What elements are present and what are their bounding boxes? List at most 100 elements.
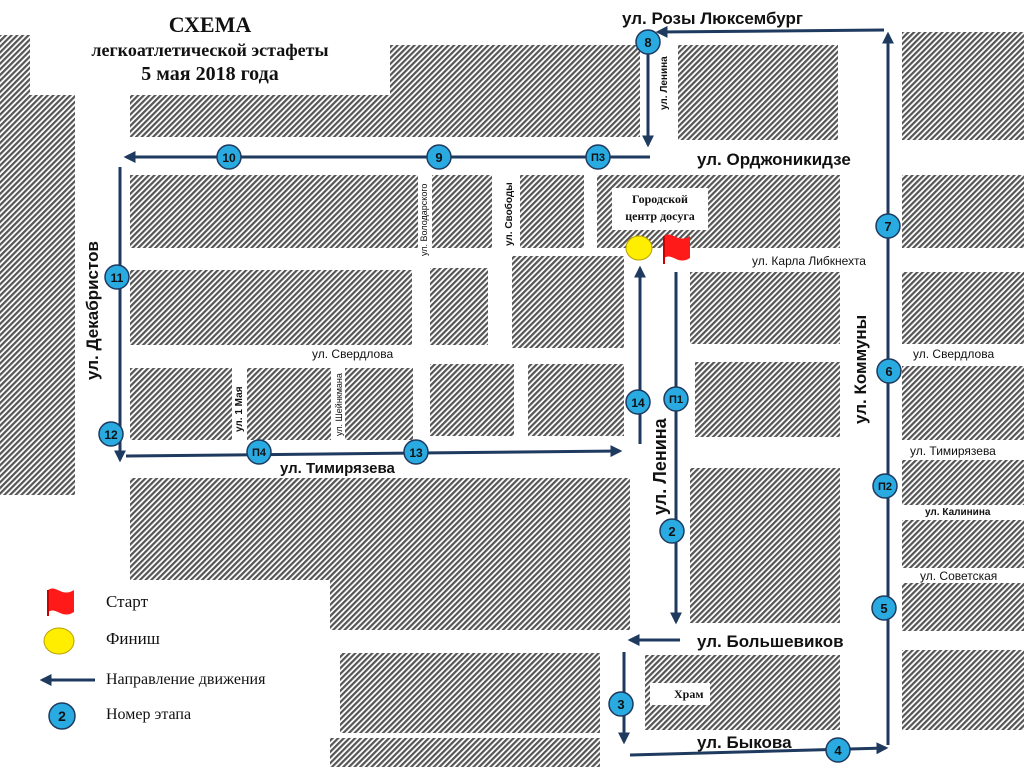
city-block — [130, 270, 412, 345]
stage-marker-p1: П1 — [663, 386, 689, 412]
khram-label-background — [650, 683, 710, 705]
legend: 2 — [39, 588, 95, 730]
stage-marker-3: 3 — [608, 691, 634, 717]
street-kalinina: ул. Калинина — [925, 507, 991, 518]
stage-marker-14: 14 — [625, 389, 651, 415]
landmark-dosug-line2: центр досуга — [625, 209, 695, 223]
city-block — [340, 653, 600, 733]
legend-start-flag-icon — [47, 588, 74, 616]
city-block — [0, 35, 30, 95]
stage-label: 9 — [435, 150, 442, 165]
city-block — [430, 268, 488, 345]
stage-marker-p4: П4 — [246, 439, 272, 465]
stage-marker-5: 5 — [871, 595, 897, 621]
title-background — [30, 0, 390, 95]
city-block — [902, 366, 1024, 440]
stage-marker-9: 9 — [426, 144, 452, 170]
stage-marker-4: 4 — [825, 737, 851, 763]
legend-direction-label: Направление движения — [106, 671, 266, 688]
legend-background — [0, 580, 330, 767]
city-block — [430, 364, 514, 436]
street-lenina-main: ул. Ленина — [650, 417, 670, 515]
city-block — [902, 460, 1024, 505]
street-ordzhonikidze: ул. Орджоникидзе — [697, 150, 851, 169]
street-kommuny: ул. Коммуны — [851, 315, 870, 424]
stage-label: 6 — [885, 364, 892, 379]
legend-start-label: Старт — [106, 592, 149, 611]
city-block — [902, 272, 1024, 344]
street-timiryazeva-left: ул. Тимирязева — [280, 460, 395, 477]
city-block — [520, 175, 584, 248]
street-volodarskogo: ул. Володарского — [419, 184, 429, 256]
city-block — [432, 175, 492, 248]
stage-marker-11: 11 — [104, 264, 130, 290]
street-karla-libknekhta: ул. Карла Либкнехта — [752, 254, 866, 268]
legend-stage-marker — [48, 702, 76, 730]
street-sverdlova-left: ул. Свердлова — [312, 347, 393, 361]
stage-label: 8 — [644, 35, 651, 50]
stage-marker-6: 6 — [876, 358, 902, 384]
finish-marker — [625, 235, 653, 261]
street-sheynkmana: ул. Шейнкмана — [334, 373, 344, 436]
stage-marker-13: 13 — [403, 439, 429, 465]
stage-marker-12: 12 — [98, 421, 124, 447]
title-line-1: СХЕМА — [168, 12, 252, 37]
city-block — [130, 175, 418, 248]
stage-label: П4 — [252, 447, 267, 459]
stage-label: 7 — [884, 219, 891, 234]
stage-marker-7: 7 — [875, 213, 901, 239]
start-flag-icon — [663, 234, 690, 264]
city-blocks — [0, 32, 1024, 767]
city-block — [528, 364, 624, 436]
city-block — [902, 650, 1024, 730]
city-block — [902, 32, 1024, 140]
street-lenina-top: ул. Ленина — [659, 56, 670, 110]
city-block — [678, 45, 838, 140]
city-block — [690, 468, 840, 623]
street-sovetskaya: ул. Советская — [920, 569, 997, 583]
stage-label: 2 — [668, 524, 675, 539]
stage-label: 5 — [880, 601, 887, 616]
city-block — [512, 256, 624, 348]
street-rozy-lyuksemburg: ул. Розы Люксембург — [622, 9, 803, 28]
city-block — [690, 272, 840, 344]
stage-label: 13 — [409, 446, 423, 460]
stage-label: 3 — [617, 697, 624, 712]
street-svobody: ул. Свободы — [503, 182, 515, 246]
landmark-dosug-line1: Городской — [632, 192, 688, 206]
stage-label: П3 — [591, 152, 605, 164]
stage-marker-2: 2 — [659, 518, 685, 544]
legend-finish-label: Финиш — [106, 629, 160, 648]
title-line-2: легкоатлетической эстафеты — [91, 40, 329, 60]
city-block — [902, 175, 1024, 248]
city-block — [902, 520, 1024, 568]
street-timiryazeva-right: ул. Тимирязева — [910, 444, 996, 458]
route-arrow-rozy — [655, 25, 885, 38]
stage-label: 10 — [222, 151, 236, 165]
stage-label: 11 — [111, 271, 124, 285]
stage-marker-10: 10 — [216, 144, 242, 170]
street-1-maya: ул. 1 Мая — [234, 386, 245, 432]
legend-stage-number-label: Номер этапа — [106, 706, 192, 723]
map-title: СХЕМА легкоатлетической эстафеты 5 мая 2… — [30, 12, 390, 86]
city-block — [130, 368, 232, 440]
street-labels: ул. Розы Люксембург ул. Ленина ул. Орджо… — [83, 9, 997, 752]
street-bykova: ул. Быкова — [697, 733, 792, 752]
city-block — [345, 368, 413, 440]
street-sverdlova-right: ул. Свердлова — [913, 347, 994, 361]
stage-marker-8: 8 — [635, 29, 661, 55]
stage-marker-p2: П2 — [872, 473, 898, 499]
street-bolshevikov: ул. Большевиков — [697, 632, 844, 651]
landmark-khram: Храм — [674, 687, 704, 701]
stage-marker-p3: П3 — [585, 144, 611, 170]
stage-label: 4 — [834, 743, 842, 758]
route — [114, 25, 894, 757]
stage-label: 12 — [104, 428, 118, 442]
legend-finish-marker — [43, 627, 75, 655]
dosug-label-background — [612, 188, 708, 230]
city-block — [902, 583, 1024, 631]
stage-markers: П1 2 3 4 5 П2 6 7 8 П3 9 10 11 12 П4 13 … — [98, 29, 902, 763]
city-block — [0, 95, 75, 495]
title-line-3: 5 мая 2018 года — [141, 63, 279, 85]
